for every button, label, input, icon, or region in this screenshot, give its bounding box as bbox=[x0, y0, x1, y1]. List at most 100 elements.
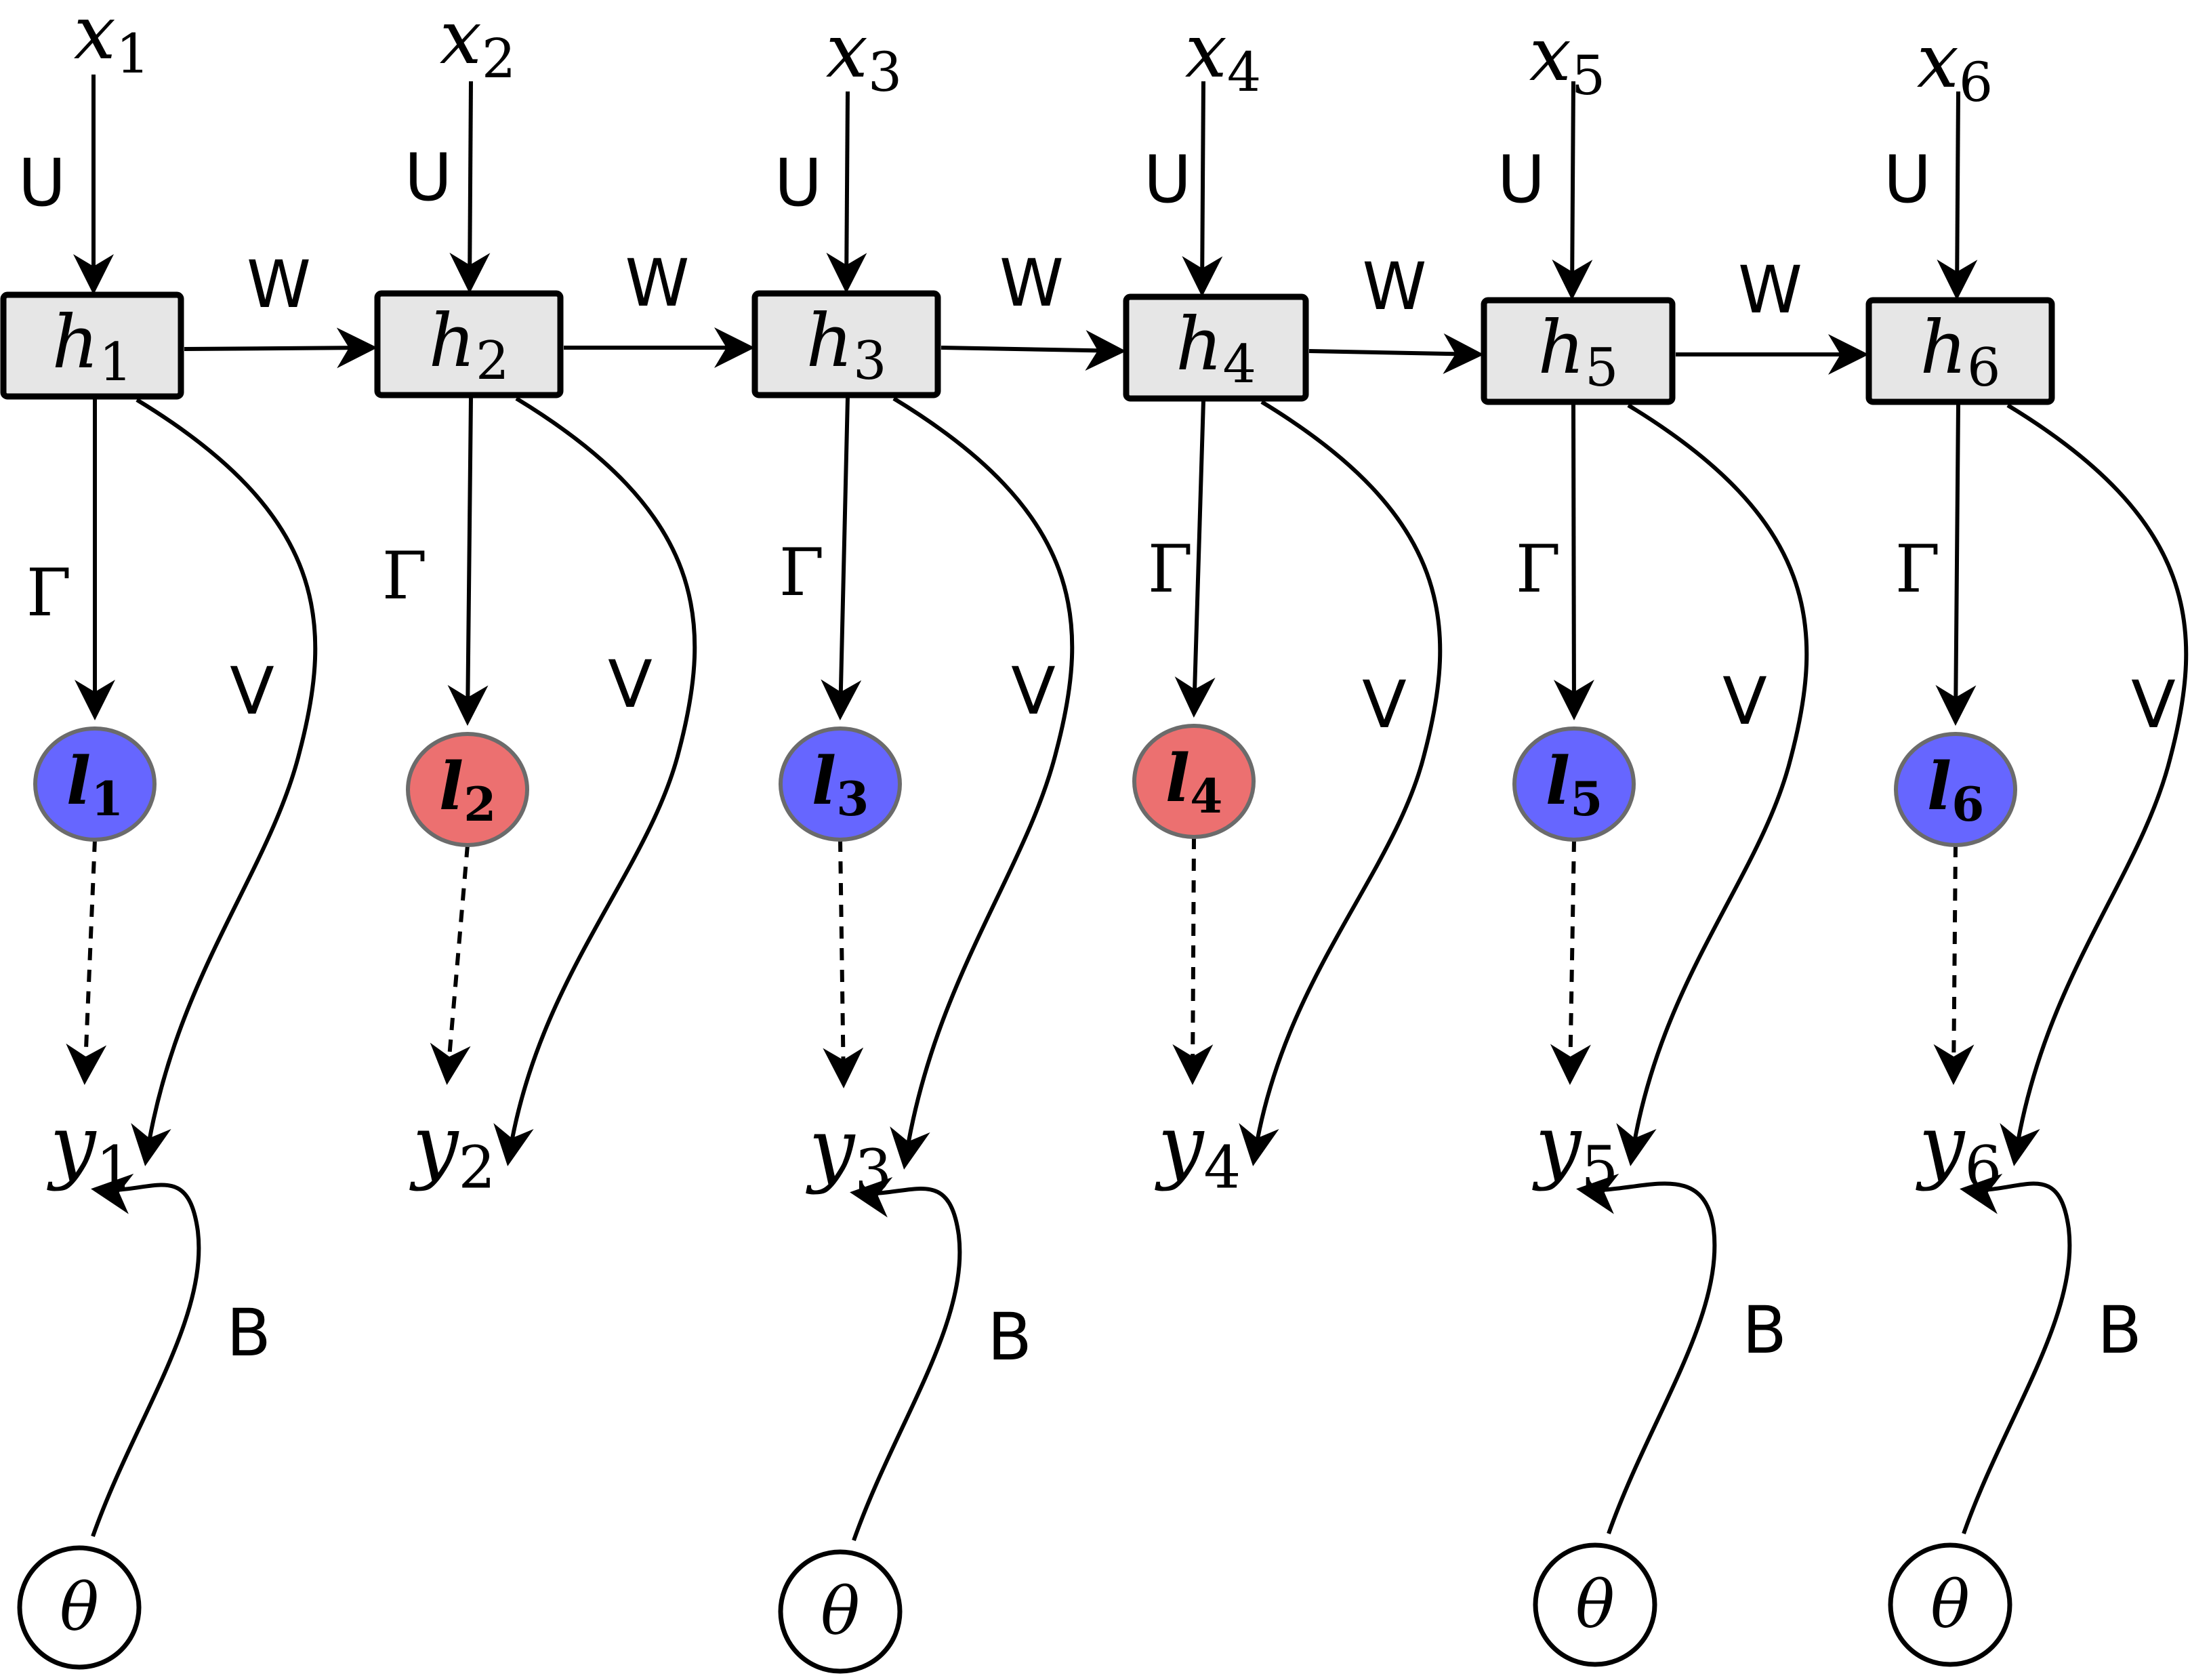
b-arrow bbox=[1576, 1173, 1717, 1534]
v-arrow bbox=[890, 396, 1075, 1170]
theta-label: θ bbox=[1575, 1567, 1615, 1643]
u-label: U bbox=[774, 145, 822, 221]
h-label-base: h bbox=[1176, 302, 1223, 387]
x-label-subscript: 5 bbox=[1571, 43, 1605, 106]
h-label: h6 bbox=[1920, 306, 2000, 399]
w-arrow bbox=[1308, 333, 1484, 374]
y-label-subscript: 5 bbox=[1581, 1134, 1618, 1202]
theta-label: θ bbox=[1930, 1567, 1970, 1643]
h-node bbox=[1865, 297, 2055, 405]
l-label-subscript: 4 bbox=[1190, 769, 1222, 823]
gamma-label: Γ bbox=[779, 535, 825, 611]
x-label: x3 bbox=[826, 7, 902, 103]
u-label: U bbox=[405, 140, 452, 216]
l-label-subscript: 1 bbox=[91, 771, 123, 826]
b-label: B bbox=[226, 1295, 271, 1371]
gamma-label: Γ bbox=[1148, 531, 1193, 607]
y-label: y5 bbox=[1532, 1099, 1619, 1202]
x-label-base: x bbox=[440, 0, 482, 81]
x-label-base: x bbox=[1917, 18, 1959, 104]
y-label-base: y bbox=[806, 1102, 856, 1196]
y-label-base: y bbox=[409, 1099, 460, 1193]
l-to-y-arrow bbox=[823, 839, 864, 1088]
l-label-base: l bbox=[1927, 748, 1951, 825]
l-label-base: l bbox=[812, 743, 836, 819]
gamma-arrow bbox=[1553, 403, 1594, 720]
l-label: l6 bbox=[1927, 748, 1985, 832]
u-label: U bbox=[1144, 142, 1191, 218]
h-label-subscript: 2 bbox=[476, 331, 509, 392]
b-label: B bbox=[987, 1299, 1032, 1375]
w-arrow bbox=[184, 327, 377, 369]
y-label-base: y bbox=[1916, 1099, 1966, 1193]
theta-node bbox=[1533, 1542, 1657, 1667]
x-label: x2 bbox=[440, 0, 516, 89]
h-label-base: h bbox=[428, 299, 476, 384]
x-label: x5 bbox=[1529, 11, 1605, 106]
h-label-subscript: 4 bbox=[1223, 334, 1256, 395]
x-label-subscript: 2 bbox=[482, 26, 516, 89]
theta-node bbox=[17, 1545, 142, 1670]
h-label-base: h bbox=[51, 300, 99, 385]
l-node bbox=[406, 732, 529, 847]
v-arrow bbox=[1239, 400, 1443, 1166]
y-label: y3 bbox=[806, 1102, 892, 1206]
x-label-subscript: 4 bbox=[1227, 40, 1261, 103]
y-label-subscript: 4 bbox=[1203, 1134, 1241, 1202]
y-label-subscript: 1 bbox=[96, 1134, 133, 1202]
gamma-label: Γ bbox=[1516, 531, 1561, 607]
w-label: W bbox=[999, 245, 1064, 321]
theta-node bbox=[1888, 1542, 2012, 1667]
theta-node bbox=[778, 1549, 903, 1674]
x-label: x4 bbox=[1185, 7, 1261, 103]
b-label: B bbox=[2097, 1292, 2142, 1368]
u-arrow bbox=[1182, 81, 1223, 297]
y-label-subscript: 3 bbox=[854, 1138, 892, 1206]
h-label-subscript: 1 bbox=[99, 332, 132, 393]
l-label-base: l bbox=[1546, 743, 1570, 819]
x-label-subscript: 1 bbox=[116, 22, 150, 85]
v-label: V bbox=[230, 653, 274, 729]
u-arrow bbox=[449, 81, 491, 293]
h-label-subscript: 6 bbox=[1967, 337, 2000, 398]
u-arrow bbox=[1552, 81, 1593, 300]
l-label: l1 bbox=[66, 743, 124, 827]
gamma-label: Γ bbox=[1895, 531, 1941, 607]
b-arrow bbox=[850, 1176, 962, 1541]
l-to-y-arrow bbox=[430, 844, 471, 1085]
v-label: V bbox=[1722, 663, 1767, 739]
w-label: W bbox=[247, 247, 311, 323]
h-node bbox=[1481, 297, 1676, 405]
l-to-y-arrow bbox=[1933, 844, 1975, 1085]
l-to-y-arrow bbox=[1550, 839, 1591, 1085]
h-node bbox=[751, 290, 941, 398]
w-label: W bbox=[625, 245, 690, 321]
h-label-base: h bbox=[806, 299, 853, 384]
l-label: l5 bbox=[1546, 743, 1603, 827]
w-label: W bbox=[1363, 249, 1427, 325]
u-label: U bbox=[1884, 142, 1931, 218]
x-label: x1 bbox=[74, 0, 150, 85]
l-node bbox=[1132, 724, 1256, 839]
y-label: y2 bbox=[409, 1099, 496, 1202]
v-label: V bbox=[1011, 653, 1056, 729]
l-label: l4 bbox=[1165, 740, 1223, 824]
u-arrow bbox=[826, 91, 867, 293]
gamma-label: Γ bbox=[26, 555, 72, 631]
l-to-y-arrow bbox=[66, 839, 107, 1085]
x-label-base: x bbox=[826, 7, 868, 94]
l-label-subscript: 6 bbox=[1951, 777, 1984, 832]
h-label-subscript: 3 bbox=[853, 331, 886, 392]
y-label-base: y bbox=[1155, 1099, 1205, 1193]
gamma-arrow bbox=[1935, 403, 1977, 726]
y-label-subscript: 6 bbox=[1964, 1134, 2002, 1202]
h-label: h1 bbox=[51, 300, 132, 394]
gamma-arrow bbox=[821, 396, 862, 720]
h-label: h4 bbox=[1176, 302, 1256, 396]
y-label-base: y bbox=[47, 1099, 98, 1193]
x-label-base: x bbox=[74, 0, 116, 76]
l-label-base: l bbox=[1165, 740, 1190, 817]
l-label-subscript: 2 bbox=[463, 777, 496, 832]
u-label: U bbox=[18, 145, 66, 221]
v-arrow bbox=[1616, 403, 1809, 1166]
